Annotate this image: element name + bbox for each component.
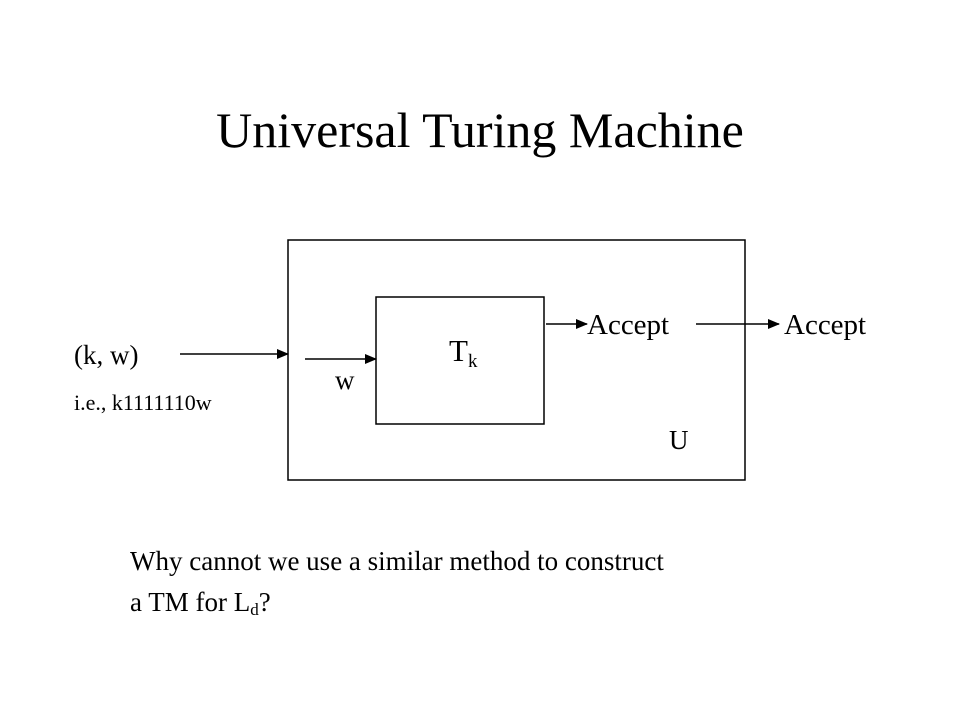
question-line-2-prefix: a TM for L [130,586,251,617]
question-line-2-subscript: d [250,599,259,619]
slide-title: Universal Turing Machine [216,102,744,158]
inner-accept-label: Accept [587,309,670,341]
inner-input-label: w [335,365,355,395]
outer-machine-label: U [669,425,689,455]
input-label: (k, w) [74,340,139,370]
question-line-2: a TM for Ld? [130,582,664,623]
inner-machine-label-main: T [449,333,468,368]
inner-machine-label-subscript: k [467,351,478,372]
outer-accept-label: Accept [784,309,867,341]
question-line-2-suffix: ? [258,586,271,617]
encoding-label: i.e., k1111110w [74,390,212,415]
outer-machine-box [287,239,746,481]
question-line-1: Why cannot we use a similar method to co… [130,546,664,576]
inner-machine-label: Tk [449,335,477,371]
question-text: Why cannot we use a similar method to co… [130,541,664,622]
